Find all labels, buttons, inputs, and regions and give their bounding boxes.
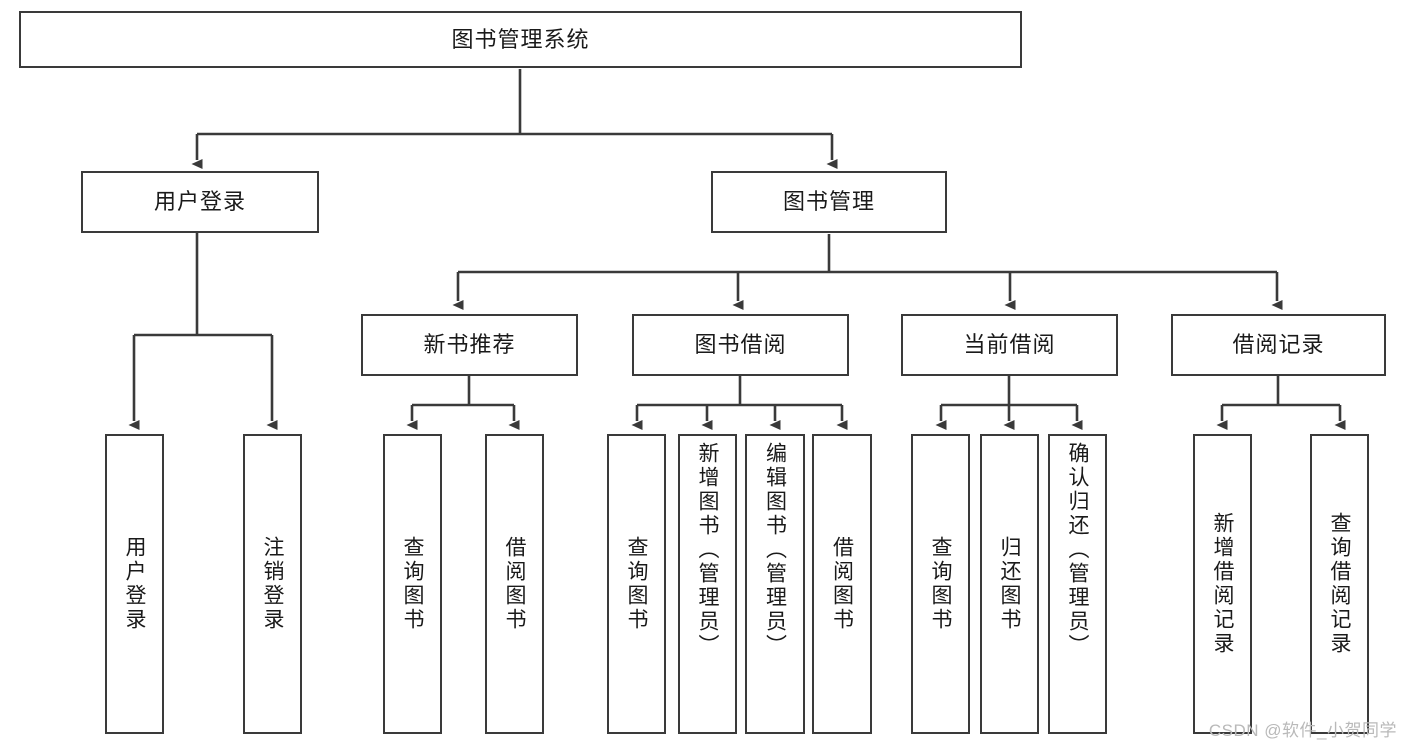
node-label: 用户登录	[123, 536, 146, 632]
node-label: 新增借阅记录	[1211, 512, 1234, 656]
node-label: 编辑图书（管理员）	[763, 442, 787, 658]
node-label: 借阅图书	[503, 536, 526, 632]
node-borrow-record[interactable]: 借阅记录	[1171, 314, 1386, 376]
node-leaf-user-login[interactable]: 用户登录	[105, 434, 164, 734]
node-new-book-recommend[interactable]: 新书推荐	[361, 314, 578, 376]
node-label: 图书管理	[782, 189, 875, 215]
node-leaf-return-book[interactable]: 归还图书	[980, 434, 1039, 734]
node-label: 图书管理系统	[451, 26, 590, 52]
node-leaf-add-record[interactable]: 新增借阅记录	[1193, 434, 1252, 734]
node-label: 注销登录	[261, 536, 284, 632]
node-label: 查询图书	[625, 536, 648, 632]
node-label: 借阅图书	[830, 536, 854, 632]
node-leaf-query-book-3[interactable]: 查询图书	[911, 434, 970, 734]
watermark-text: CSDN @软件_小贺同学	[1208, 721, 1397, 740]
node-root-system[interactable]: 图书管理系统	[19, 11, 1022, 68]
node-book-management[interactable]: 图书管理	[711, 171, 947, 233]
node-leaf-edit-book[interactable]: 编辑图书（管理员）	[745, 434, 805, 734]
node-label: 当前借阅	[963, 332, 1056, 358]
node-leaf-query-book-2[interactable]: 查询图书	[607, 434, 666, 734]
node-label: 查询图书	[401, 536, 424, 632]
node-leaf-confirm-return[interactable]: 确认归还（管理员）	[1048, 434, 1107, 734]
node-leaf-borrow-book-1[interactable]: 借阅图书	[485, 434, 544, 734]
node-current-borrow[interactable]: 当前借阅	[901, 314, 1118, 376]
node-leaf-borrow-book-2[interactable]: 借阅图书	[812, 434, 872, 734]
node-label: 用户登录	[153, 189, 246, 215]
node-label: 确认归还（管理员）	[1066, 442, 1089, 658]
node-label: 查询图书	[929, 536, 952, 632]
node-label: 图书借阅	[694, 332, 787, 358]
node-user-login[interactable]: 用户登录	[81, 171, 319, 233]
node-leaf-query-book-1[interactable]: 查询图书	[383, 434, 442, 734]
node-label: 新增图书（管理员）	[696, 442, 719, 658]
node-label: 新书推荐	[423, 332, 516, 358]
node-book-borrow[interactable]: 图书借阅	[632, 314, 849, 376]
node-label: 归还图书	[998, 536, 1021, 632]
node-label: 借阅记录	[1232, 332, 1325, 358]
node-label: 查询借阅记录	[1328, 512, 1351, 656]
node-leaf-query-record[interactable]: 查询借阅记录	[1310, 434, 1369, 734]
node-leaf-add-book[interactable]: 新增图书（管理员）	[678, 434, 737, 734]
node-leaf-logout[interactable]: 注销登录	[243, 434, 302, 734]
